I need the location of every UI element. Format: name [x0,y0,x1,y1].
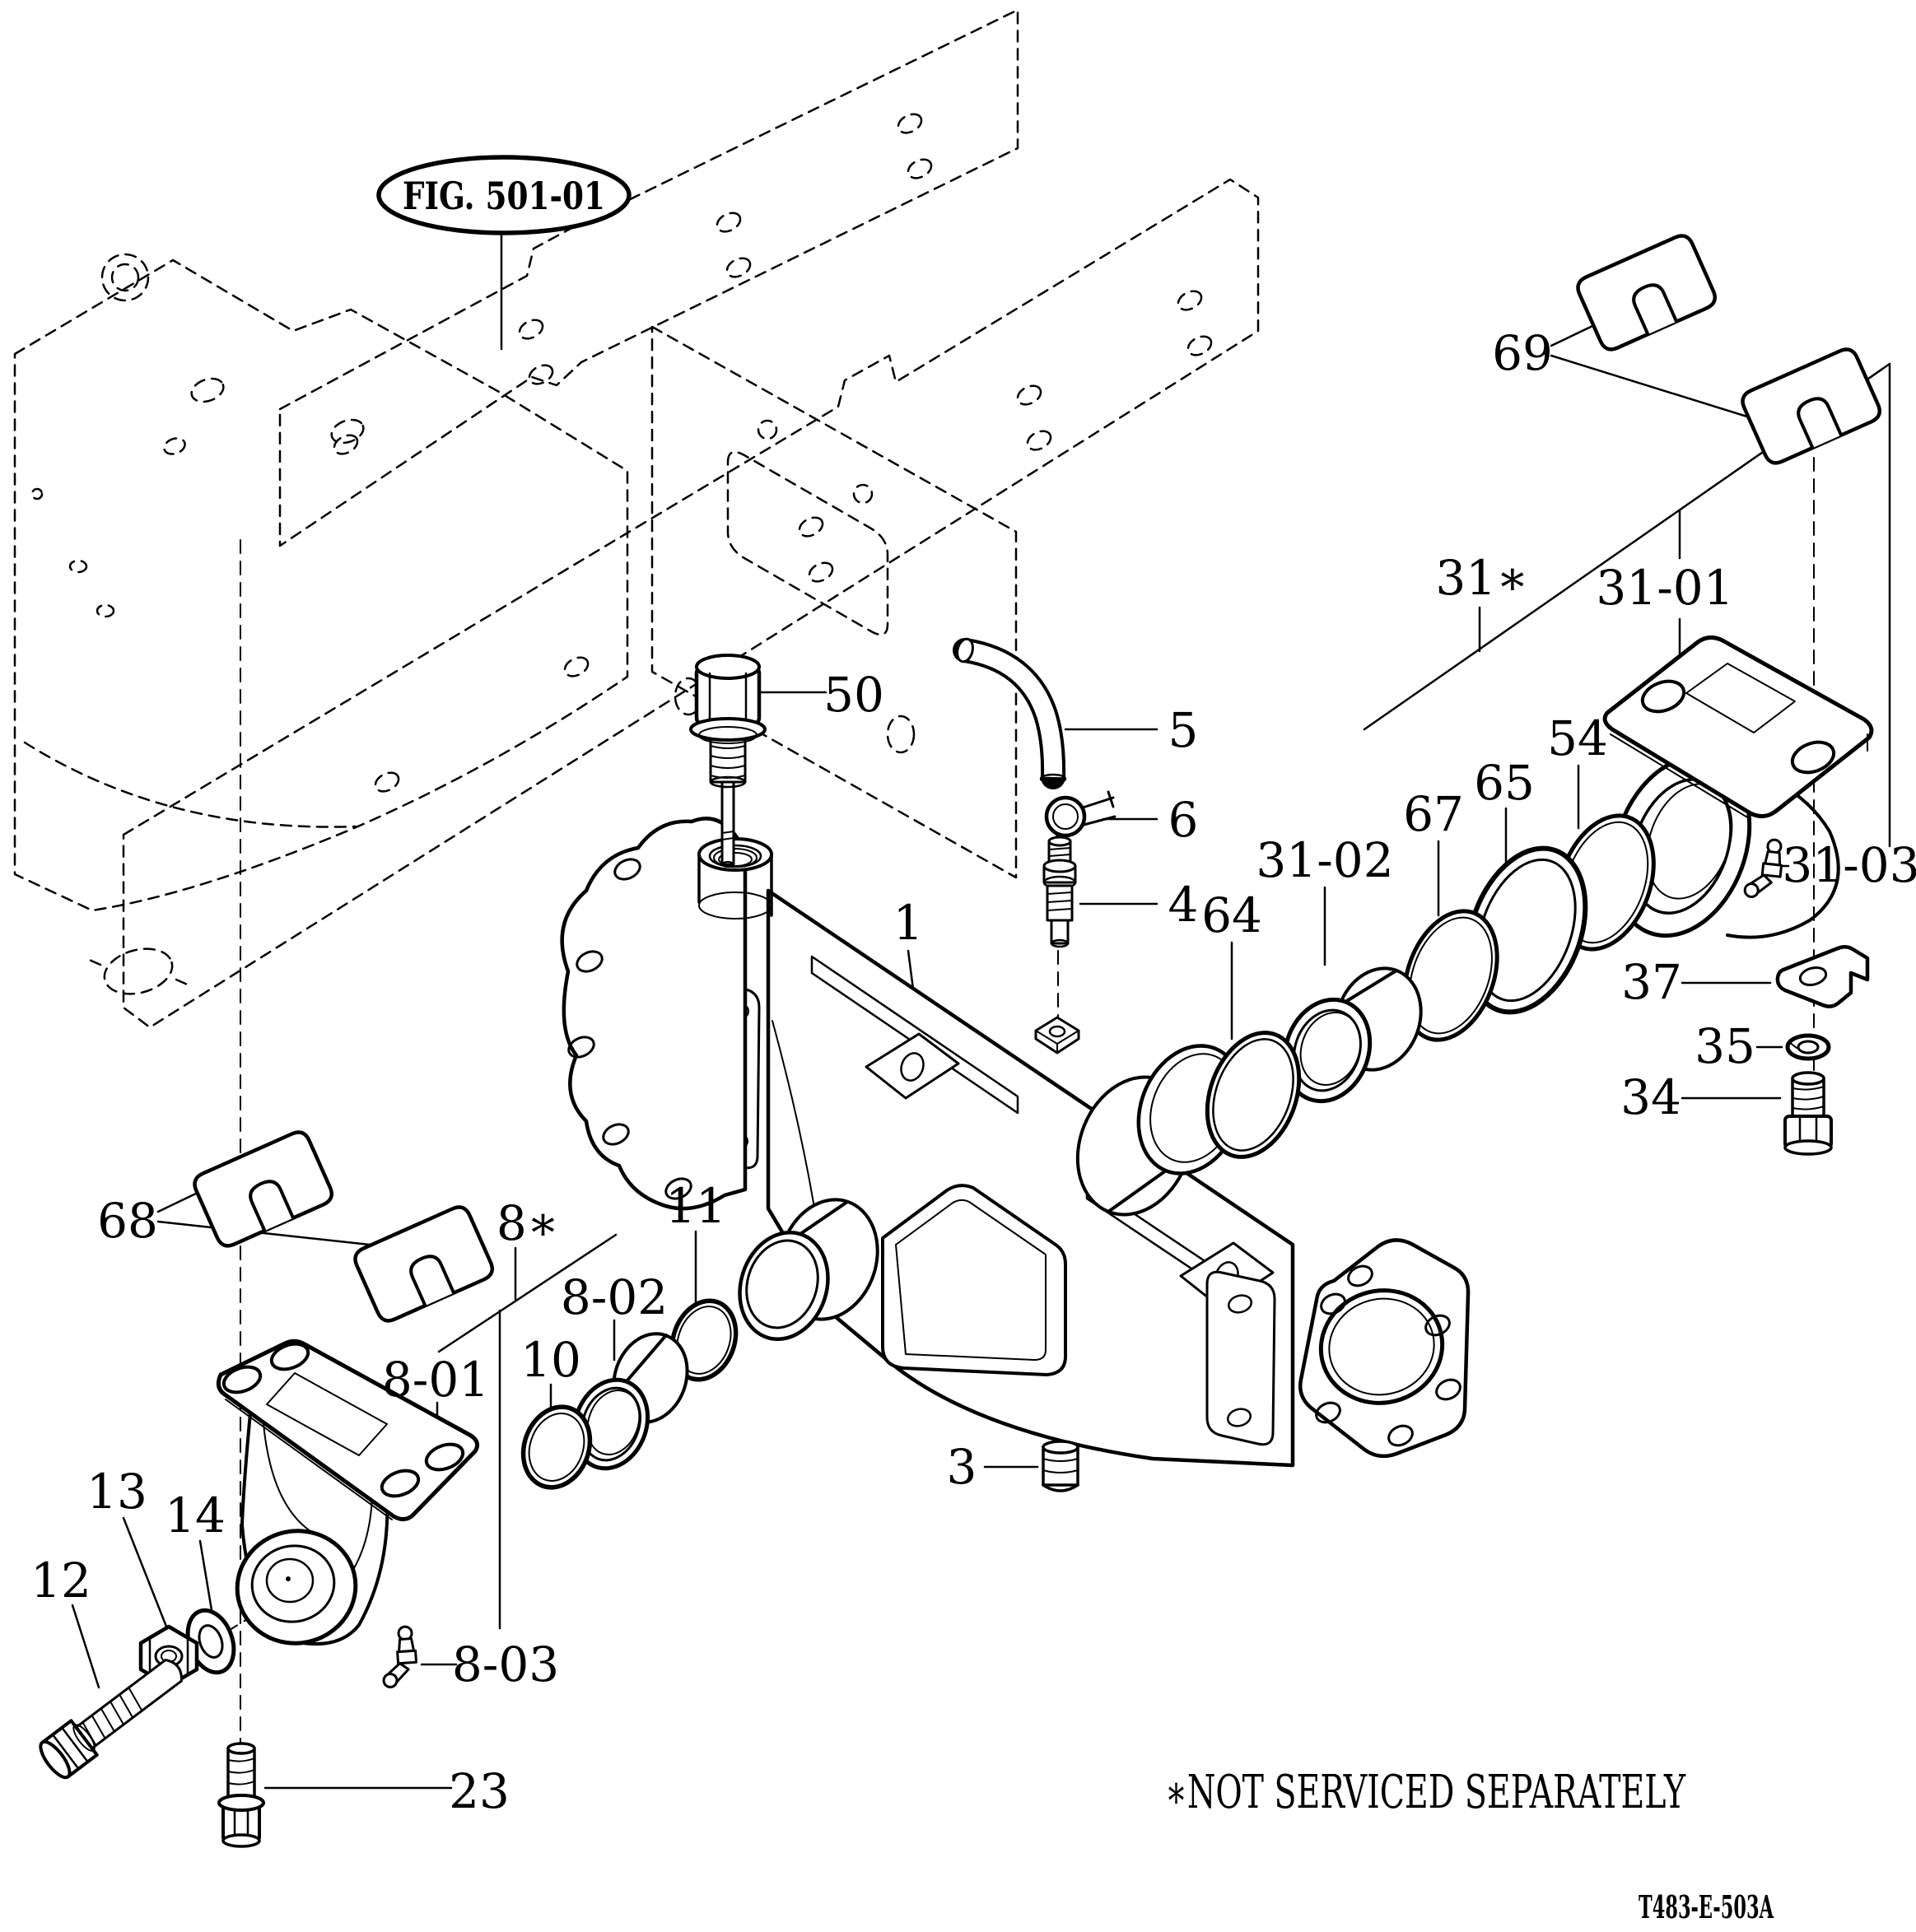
callout-8-03: 8-03 [452,1636,559,1692]
bushing-31-02 [1282,966,1423,1104]
callout-67: 67 [1403,786,1464,842]
callout-31star: 31∗ [1435,550,1528,606]
shim-69-lower [1739,346,1883,467]
seal-ring-10 [520,1404,593,1490]
callout-12: 12 [30,1553,91,1608]
frame-cross-plate [650,325,1018,879]
callout-37: 37 [1621,954,1682,1010]
hose-clamp-6 [1044,790,1117,848]
bushing-8-02 [571,1332,689,1471]
callout-50: 50 [823,667,884,723]
plug-bolt-23 [217,1742,265,1848]
breather-hose-5 [953,637,1067,789]
axle-right-flange [1298,1238,1471,1459]
callout-34: 34 [1620,1069,1681,1125]
callout-69: 69 [1492,325,1553,381]
callout-31-03: 31-03 [1782,837,1916,893]
callout-5: 5 [1168,702,1199,758]
not-serviced-note: ∗NOT SERVICED SEPARATELY [1165,1766,1686,1819]
callout-4: 4 [1168,877,1199,933]
grease-fitting-31-03 [1742,836,1786,901]
callout-11: 11 [665,1178,726,1234]
callout-35: 35 [1695,1018,1755,1074]
o-ring-67 [1402,909,1499,1042]
callout-65: 65 [1474,755,1535,811]
filler-neck [697,837,773,919]
callout-14: 14 [165,1487,226,1543]
callout-labels: 50 5 6 4 1 69 31∗ 31-01 54 65 67 31-02 6… [30,325,1916,1819]
figure-reference-label: FIG. 501-01 [403,174,605,218]
callout-1: 1 [893,895,924,951]
callout-8-02: 8-02 [561,1269,668,1325]
axle-case-body [560,817,1471,1468]
front-bracket-8-01 [216,1338,480,1646]
callout-3: 3 [947,1439,977,1495]
drawing-number: T483-E-503A [1639,1888,1774,1925]
callout-54: 54 [1547,710,1608,766]
shim-69-upper [1574,232,1718,353]
bolt-34 [1783,1071,1833,1156]
callout-6: 6 [1168,792,1199,848]
callout-8star: 8∗ [496,1195,559,1251]
frame-front-block [13,258,629,912]
callout-31-02: 31-02 [1256,832,1393,888]
callout-23: 23 [449,1763,510,1819]
chassis-frame-outline [13,8,1260,1029]
shim-68-upper [191,1129,335,1250]
callout-10: 10 [520,1332,581,1388]
trunnion-bracket-31-01 [1602,635,1874,939]
bolt-12 [39,1658,183,1780]
figure-reference-bubble: FIG. 501-01 [376,155,632,235]
dipstick-plug-50 [689,654,767,868]
leader-lines [71,230,1891,1790]
shim-68-lower [352,1203,496,1324]
callout-68: 68 [97,1193,158,1249]
rear-frame-rail [278,8,1019,547]
callout-31-01: 31-01 [1596,560,1733,616]
axle-left-flange [560,817,748,1211]
o-ring-11 [669,1298,739,1382]
lock-plate-37 [1775,945,1870,1008]
joint-fitting-4 [1042,836,1077,948]
spring-washer-35 [1785,1033,1831,1061]
plug-3 [1042,1440,1079,1492]
axle-front-boss [738,1198,879,1342]
o-ring-64 [1205,1031,1302,1159]
front-frame-rail [122,178,1260,1029]
callout-64: 64 [1201,887,1262,943]
callout-8-01: 8-01 [382,1352,489,1408]
grease-fitting-8-03 [379,1624,419,1689]
callout-13: 13 [86,1464,147,1520]
